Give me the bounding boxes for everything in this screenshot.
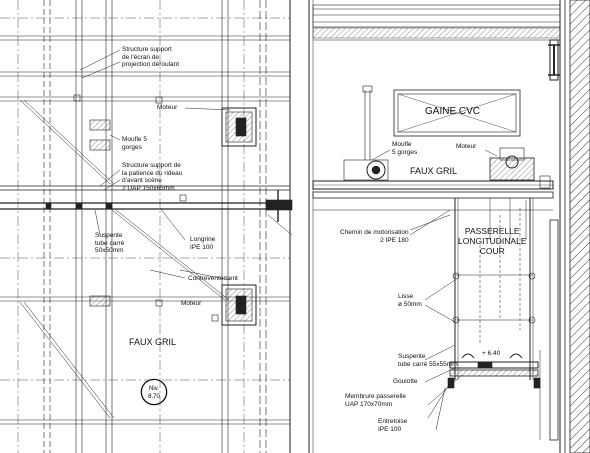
label-entretoise: Entretoise IPE 100 [378, 418, 407, 433]
text-line: d'avant scène [122, 177, 162, 184]
text-line: Membrure passerelle [345, 393, 407, 400]
label-moufle: Moufle 5 gorges [122, 136, 147, 151]
text-line: Suspente [95, 232, 123, 239]
text-line: Suspente [398, 353, 426, 360]
text-line: Niv. [149, 386, 159, 392]
text-line: Structure support [122, 46, 172, 53]
text-line: Structure support de [122, 162, 181, 169]
label-suspente-right: Suspente tube carré 55x55mm [398, 353, 458, 368]
text-line: la patience du rideau [122, 169, 183, 177]
text-line: Moufle 5 [122, 136, 147, 143]
label-membrure: Membrure passerelle UAP 170x70mm [345, 393, 406, 408]
text-line: tube carré [95, 239, 125, 247]
text-line: ø 50mm [398, 300, 422, 308]
label-structure-ecran: Structure support de l'écran de projecti… [122, 46, 179, 69]
text-line: Chemin de motorisation [340, 229, 409, 236]
label-moteur-right: Moteur [456, 143, 477, 150]
label-faux-gril-right: FAUX GRIL [410, 166, 458, 176]
label-passerelle: PASSERELLE LONGITUDINALE COUR [458, 226, 527, 256]
label-cote: + 6.40 [482, 350, 501, 357]
label-moufle-right: Moufle 5 gorges [392, 141, 417, 156]
text-line: Longrine [190, 236, 216, 243]
text-line: COUR [479, 246, 505, 256]
text-line: tube carré 55x55mm [398, 360, 458, 368]
label-structure-rideau: Structure support de la patience du ride… [122, 162, 182, 192]
text-line: Entretoise [378, 418, 408, 425]
label-gaine-cvc: GAINE CVC [425, 106, 481, 117]
text-line: gorges [122, 143, 142, 151]
text-line: Moufle [392, 141, 412, 148]
left-plan [0, 0, 293, 453]
text-line: Lisse [398, 293, 414, 300]
text-line: IPE 100 [378, 425, 402, 433]
label-chemin-motorisation: Chemin de motorisation 2 IPE 180 [340, 229, 409, 244]
text-line: 2 IPE 180 [380, 236, 409, 244]
label-longrine: Longrine IPE 100 [190, 236, 215, 251]
text-line: 8.70 [148, 394, 160, 400]
label-lisse: Lisse ø 50mm [398, 293, 422, 308]
label-goulotte: Goulotte [393, 378, 418, 385]
label-suspente: Suspente tube carré 50x50mm [95, 232, 124, 255]
label-contreventement: Contreventement [188, 275, 238, 282]
text-line: de l'écran de [122, 53, 160, 61]
text-line: UAP 170x70mm [345, 400, 393, 408]
text-line: 2 UAP 150x65mm [122, 184, 175, 192]
text-line: PASSERELLE [464, 226, 520, 236]
label-faux-gril-left: FAUX GRIL [129, 337, 177, 347]
right-section [308, 0, 590, 453]
text-line: IPE 100 [190, 243, 214, 251]
text-line: LONGITUDINALE [458, 236, 527, 246]
text-line: 5 gorges [392, 148, 418, 156]
label-moteur: Moteur [157, 104, 178, 111]
label-moteur-2: Moteur [181, 300, 202, 307]
text-line: projection déroulant [122, 61, 180, 68]
text-line: 50x50mm [95, 247, 124, 254]
level-marker-text: Niv. 8.70 [141, 379, 167, 405]
